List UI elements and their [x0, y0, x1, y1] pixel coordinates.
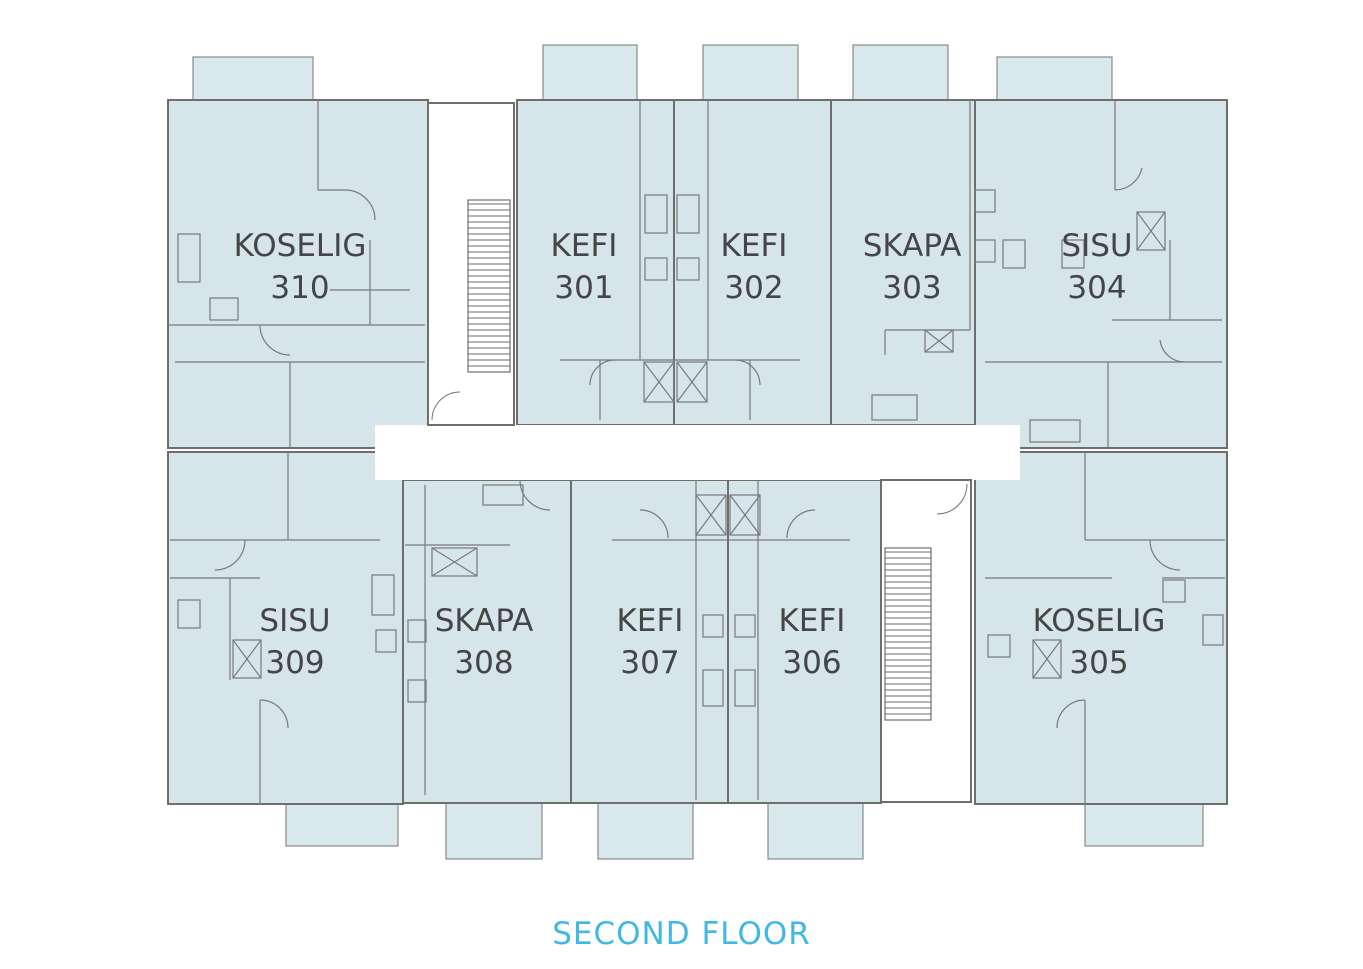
- interior-walls: [168, 100, 1225, 805]
- unit-number: 310: [270, 270, 329, 306]
- unit-303-block: [830, 99, 976, 426]
- unit-306-block: [727, 479, 882, 804]
- unit-name: KEFI: [779, 603, 846, 639]
- unit-309-label: SISU 309: [259, 603, 330, 681]
- stairwell-north: [427, 102, 515, 426]
- unit-308-label: SKAPA 308: [435, 603, 534, 681]
- unit-301-label: KEFI 301: [551, 228, 618, 306]
- unit-name: KEFI: [721, 228, 788, 264]
- balconies-top: [192, 44, 1113, 105]
- unit-number: 307: [620, 645, 679, 681]
- unit-name: SISU: [1061, 228, 1132, 264]
- unit-304-label: SISU 304: [1061, 228, 1132, 306]
- unit-304-block: [974, 99, 1228, 449]
- unit-305-label: KOSELIG 305: [1033, 603, 1166, 681]
- unit-name: SKAPA: [435, 603, 534, 639]
- unit-309-block: [167, 451, 404, 805]
- corridor: [375, 425, 1020, 480]
- unit-name: KEFI: [551, 228, 618, 264]
- stairwell-south: [880, 479, 972, 803]
- unit-308-block: [402, 479, 572, 804]
- unit-blocks: [167, 99, 1228, 805]
- unit-number: 303: [882, 270, 941, 306]
- unit-305-block: [974, 451, 1228, 805]
- unit-name: KEFI: [617, 603, 684, 639]
- unit-name: SKAPA: [863, 228, 962, 264]
- unit-number: 306: [782, 645, 841, 681]
- unit-name: SISU: [259, 603, 330, 639]
- unit-310-block: [167, 99, 429, 449]
- unit-number: 301: [554, 270, 613, 306]
- unit-303-label: SKAPA 303: [863, 228, 962, 306]
- unit-307-label: KEFI 307: [617, 603, 684, 681]
- floor-title: SECOND FLOOR: [552, 916, 811, 952]
- unit-number: 309: [265, 645, 324, 681]
- unit-number: 305: [1069, 645, 1128, 681]
- unit-310-label: KOSELIG 310: [234, 228, 367, 306]
- unit-307-block: [570, 479, 729, 804]
- unit-name: KOSELIG: [1033, 603, 1166, 639]
- unit-number: 308: [454, 645, 513, 681]
- balconies-bottom: [285, 799, 1204, 860]
- unit-301-block: [516, 99, 675, 426]
- unit-number: 304: [1067, 270, 1126, 306]
- unit-name: KOSELIG: [234, 228, 367, 264]
- unit-306-label: KEFI 306: [779, 603, 846, 681]
- unit-302-label: KEFI 302: [721, 228, 788, 306]
- unit-number: 302: [724, 270, 783, 306]
